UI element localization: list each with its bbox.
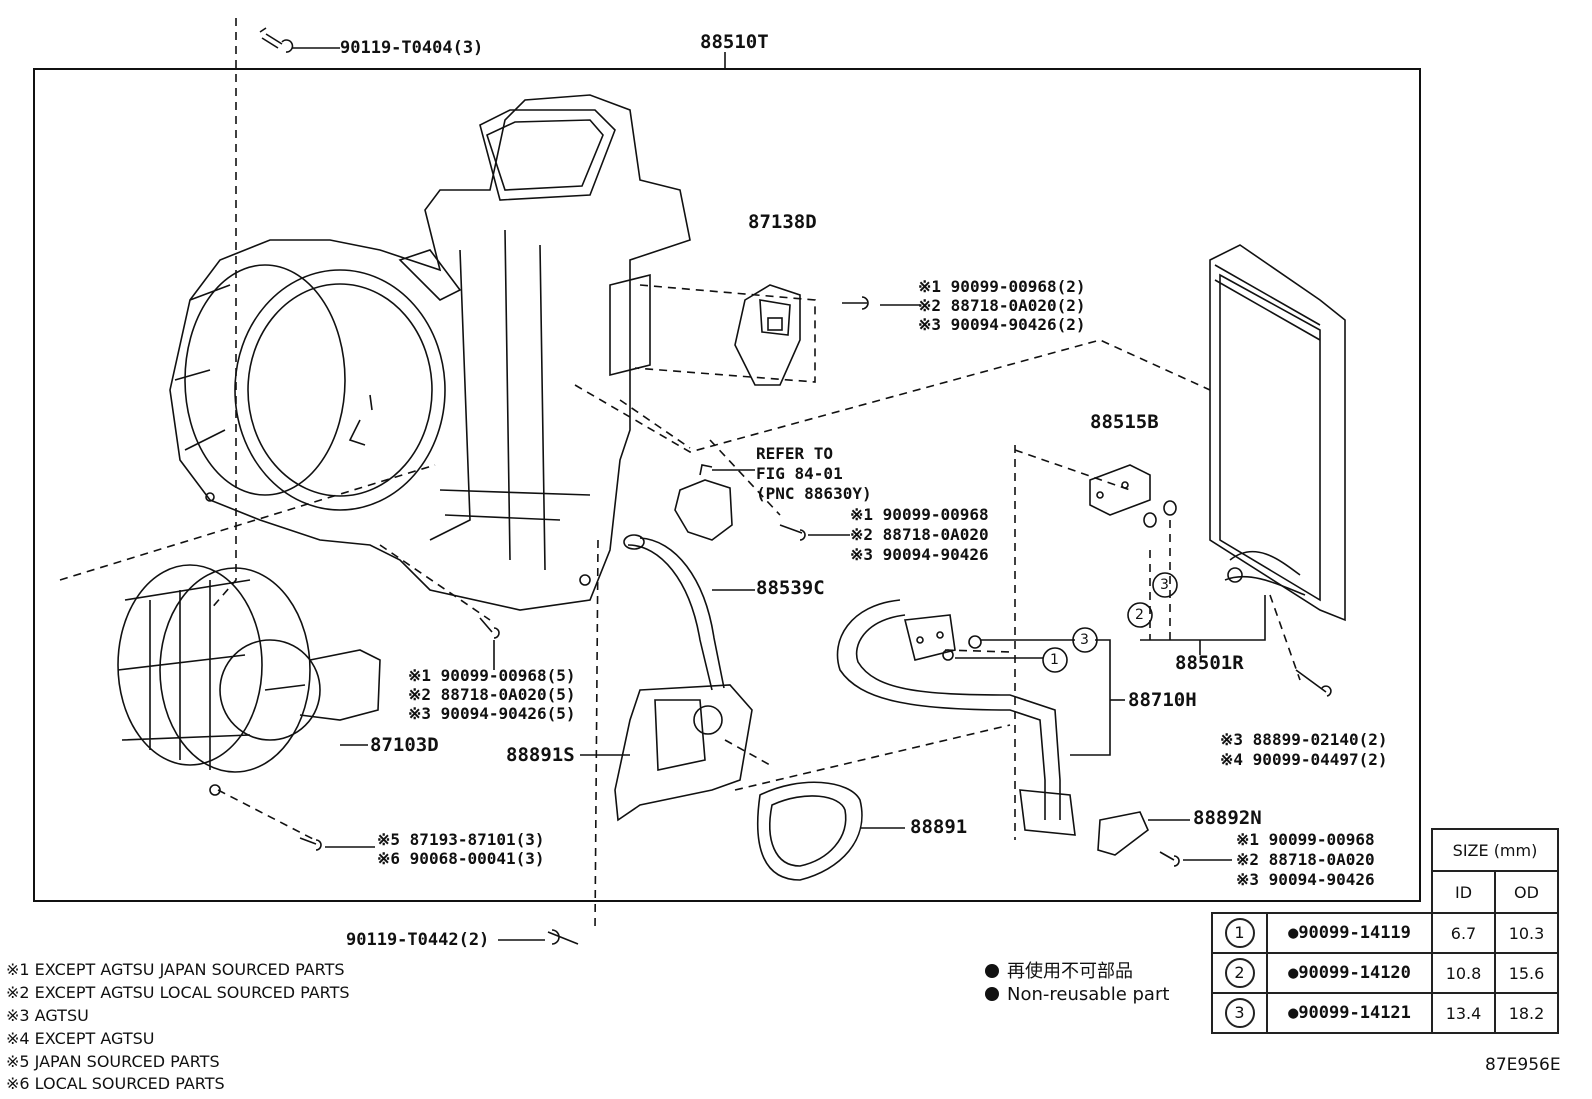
bracket-drawing — [1097, 811, 1149, 856]
seal-ring-drawing — [756, 781, 863, 881]
refer-note-1: ※1 90099-00968 — [850, 505, 989, 524]
note-87138D-1: ※1 90099-00968(2) — [918, 277, 1086, 296]
label-88710H: 88710H — [1128, 689, 1197, 711]
note-88501R-2: ※4 90099-04497(2) — [1220, 750, 1388, 769]
screw-icon-6 — [1159, 851, 1180, 867]
row-circle: 1 — [1224, 918, 1255, 948]
row-od: 15.6 — [1494, 952, 1559, 994]
label-90119-T0442: 90119-T0442(2) — [346, 930, 490, 950]
blower-note-3: ※3 90094-90426(5) — [408, 704, 576, 723]
refer-line-3: (PNC 88630Y) — [756, 484, 872, 503]
bullet-icon — [985, 964, 999, 978]
dashed-leader-left — [209, 18, 237, 611]
figure-code: 87E956E — [1485, 1055, 1561, 1075]
blower-resistor-drawing — [734, 284, 801, 386]
row-part: ●90099-14120 — [1266, 952, 1433, 994]
bullet-icon — [985, 987, 999, 1001]
circle-mark-3b: 3 — [1160, 577, 1169, 593]
bolt-icon — [1295, 669, 1332, 697]
row-circle: 3 — [1224, 998, 1255, 1028]
note-87138D-3: ※3 90094-90426(2) — [918, 315, 1086, 334]
row-id: 10.8 — [1431, 952, 1496, 994]
label-87138D: 87138D — [748, 211, 817, 233]
size-header: SIZE (mm) — [1431, 828, 1559, 872]
row-od: 18.2 — [1494, 992, 1559, 1034]
screw-icon-5 — [299, 837, 322, 851]
refer-note-3: ※3 90094-90426 — [850, 545, 989, 564]
screw-icon-2 — [842, 296, 869, 310]
circle-marks — [1042, 572, 1178, 673]
footnote-4: ※4 EXCEPT AGTSU — [6, 1029, 155, 1048]
motor-note-1: ※5 87193-87101(3) — [377, 830, 545, 849]
footnote-6: ※6 LOCAL SOURCED PARTS — [6, 1074, 225, 1093]
sensor-connector-drawing — [674, 464, 733, 541]
row-id: 13.4 — [1431, 992, 1496, 1034]
blower-motor-drawing — [117, 564, 381, 796]
row-od: 10.3 — [1494, 912, 1559, 954]
label-88510T: 88510T — [700, 31, 769, 53]
row-id: 6.7 — [1431, 912, 1496, 954]
screw-icon-4 — [479, 617, 500, 670]
col-od-header: OD — [1494, 870, 1559, 914]
refer-line-2: FIG 84-01 — [756, 464, 843, 483]
screw-icon — [259, 27, 294, 53]
legend-en: Non-reusable part — [985, 984, 1169, 1005]
footnote-2: ※2 EXCEPT AGTSU LOCAL SOURCED PARTS — [6, 983, 350, 1002]
row-circle: 2 — [1224, 958, 1255, 988]
case-bottom-drawing — [614, 684, 753, 822]
circle-mark-2: 2 — [1135, 607, 1144, 623]
label-88501R: 88501R — [1175, 652, 1244, 674]
heater-core-drawing — [1209, 244, 1346, 622]
circle-mark-1: 1 — [1050, 652, 1059, 668]
note-87138D-2: ※2 88718-0A020(2) — [918, 296, 1086, 315]
table-row: 3 ●90099-14121 13.4 18.2 — [1211, 992, 1559, 1034]
label-88891S: 88891S — [506, 744, 575, 766]
footnote-3: ※3 AGTSU — [6, 1006, 89, 1025]
heater-case-drawing — [169, 94, 691, 611]
drain-hose-drawing — [623, 534, 725, 691]
screw-icon-7 — [547, 929, 579, 945]
note-88892N-2: ※2 88718-0A020 — [1236, 850, 1375, 869]
row-part: ●90099-14119 — [1266, 912, 1433, 954]
label-88515B: 88515B — [1090, 411, 1159, 433]
label-87103D: 87103D — [370, 734, 439, 756]
col-id-header: ID — [1431, 870, 1496, 914]
note-88501R-1: ※3 88899-02140(2) — [1220, 730, 1388, 749]
refer-note-2: ※2 88718-0A020 — [850, 525, 989, 544]
table-row: 2 ●90099-14120 10.8 15.6 — [1211, 952, 1559, 994]
footnote-5: ※5 JAPAN SOURCED PARTS — [6, 1052, 220, 1071]
blower-note-1: ※1 90099-00968(5) — [408, 666, 576, 685]
expansion-valve-drawing — [1089, 464, 1151, 516]
row-part: ●90099-14121 — [1266, 992, 1433, 1034]
legend-jp: 再使用不可部品 — [985, 957, 1133, 983]
pipe-drawing — [836, 599, 1076, 836]
circle-mark-3a: 3 — [1080, 632, 1089, 648]
assembly-frame — [33, 68, 1421, 902]
legend-en-text: Non-reusable part — [1007, 984, 1170, 1005]
label-88892N: 88892N — [1193, 807, 1262, 829]
label-88891: 88891 — [910, 816, 968, 838]
blower-note-2: ※2 88718-0A020(5) — [408, 685, 576, 704]
label-88539C: 88539C — [756, 577, 825, 599]
footnote-1: ※1 EXCEPT AGTSU JAPAN SOURCED PARTS — [6, 960, 345, 979]
screw-icon-3 — [779, 524, 806, 541]
refer-line-1: REFER TO — [756, 444, 834, 463]
size-table: SIZE (mm) ID OD 1 ●90099-14119 6.7 10.3 … — [1211, 828, 1559, 1034]
table-row: 1 ●90099-14119 6.7 10.3 — [1211, 912, 1559, 954]
legend-jp-text: 再使用不可部品 — [1007, 961, 1133, 982]
motor-note-2: ※6 90068-00041(3) — [377, 849, 545, 868]
note-88892N-1: ※1 90099-00968 — [1236, 830, 1375, 849]
label-90119-T0404: 90119-T0404(3) — [340, 38, 484, 58]
dashed-connectors — [59, 284, 1301, 931]
